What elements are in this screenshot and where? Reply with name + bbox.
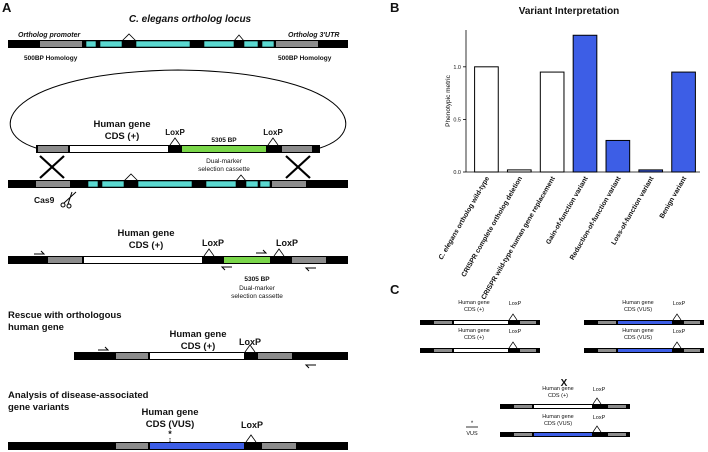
- c-cross-symbol: X: [561, 378, 568, 389]
- plasmid-gene-label-1: Human gene: [93, 119, 150, 130]
- c-loxp-3: LoxP: [673, 301, 686, 307]
- y-tick-label: 0.5: [453, 117, 461, 123]
- rescue-heading-1: Rescue with orthologous: [8, 310, 121, 321]
- c-vus-star: *: [471, 421, 474, 427]
- c-hetero-vus: [500, 425, 630, 437]
- primer-arrows-row3: [34, 249, 316, 272]
- step3-loxp-1: LoxP: [202, 238, 224, 248]
- cas9-label: Cas9: [34, 195, 55, 205]
- step3-gene-label-2: CDS (+): [129, 240, 164, 251]
- panel-b-letter: B: [390, 0, 399, 15]
- variant-interpretation-chart: Variant Interpretation 0.0 0.5 1.0Phenotypi…: [438, 6, 700, 301]
- c-gene-plus-1a: Human gene: [458, 300, 490, 306]
- c-loxp-2: LoxP: [509, 329, 522, 335]
- c-hetero-gene-vus-b: CDS (VUS): [544, 421, 572, 427]
- analysis-heading-1: Analysis of disease-associated: [8, 390, 149, 401]
- vus-gene-label-2: CDS (VUS): [146, 419, 195, 430]
- bar: [539, 71, 565, 173]
- utr-label: Ortholog 3'UTR: [288, 32, 339, 39]
- inserted-locus: [8, 248, 348, 264]
- locus-title: C. elegans ortholog locus: [129, 14, 252, 25]
- x-tick-label: CRISPR wild-type human gene replacement: [480, 175, 557, 301]
- step3-cassette-size: 5305 BP: [244, 276, 270, 283]
- c-hetero-loxp-2: LoxP: [593, 415, 606, 421]
- bar: [474, 66, 499, 173]
- rescue-gene-label-1: Human gene: [169, 329, 226, 340]
- c-gene-plus-2b: CDS (+): [464, 335, 484, 341]
- homology-right-label: 500BP Homology: [278, 55, 332, 62]
- scissors-icon: [60, 191, 77, 209]
- step3-cassette-label-2: selection cassette: [231, 293, 283, 300]
- c-hetero-gene-vus-a: Human gene: [542, 414, 574, 420]
- c-gene-plus-1b: CDS (+): [464, 307, 484, 313]
- bar: [638, 169, 664, 173]
- vus-loxp: LoxP: [241, 420, 263, 430]
- c-hetero-gene-plus-b: CDS (+): [548, 393, 568, 399]
- cassette-size-label: 5305 BP: [211, 137, 237, 144]
- y-tick-label: 1.0: [453, 65, 461, 71]
- rescue-gene-label-2: CDS (+): [181, 341, 216, 352]
- vus-gene-label-1: Human gene: [141, 407, 198, 418]
- c-strain-vus-2: [584, 341, 704, 353]
- c-gene-vus-2a: Human gene: [622, 328, 654, 334]
- cassette-label-2: selection cassette: [198, 166, 250, 173]
- c-gene-plus-2a: Human gene: [458, 328, 490, 334]
- c-strain-plus-2: [420, 341, 540, 353]
- c-loxp-1: LoxP: [509, 301, 522, 307]
- promoter-label: Ortholog promoter: [18, 32, 81, 39]
- plasmid-loxp-1: LoxP: [165, 128, 185, 137]
- y-tick-label: 0.0: [453, 170, 461, 176]
- c-gene-vus-2b: CDS (VUS): [624, 335, 652, 341]
- repair-plasmid: [9, 69, 347, 153]
- c-hetero-loxp-1: LoxP: [593, 387, 606, 393]
- plasmid-loxp-2: LoxP: [263, 128, 283, 137]
- homology-left-label: 500BP Homology: [24, 55, 78, 62]
- step3-cassette-label-1: Dual-marker: [239, 285, 276, 292]
- panel-a-letter: A: [2, 0, 12, 15]
- x-tick-label: CRISPR complete ortholog deletion: [461, 176, 524, 279]
- y-axis-label: Phenotypic metric: [445, 74, 452, 126]
- crossover-right: [285, 155, 311, 179]
- rescue-loxp: LoxP: [239, 337, 261, 347]
- rescue-locus: [74, 344, 348, 360]
- c-strain-plus-1: [420, 313, 540, 325]
- analysis-heading-2: gene variants: [8, 402, 69, 413]
- vus-locus: [8, 434, 348, 450]
- chart-title: Variant Interpretation: [519, 6, 620, 17]
- primer-arrows-row4: [98, 346, 316, 369]
- step3-gene-label-1: Human gene: [117, 228, 174, 239]
- step3-loxp-2: LoxP: [276, 238, 298, 248]
- x-tick-label: Benign variant: [659, 175, 689, 220]
- rescue-heading-2: human gene: [8, 322, 64, 333]
- bar: [605, 139, 631, 173]
- panel-c-letter: C: [390, 282, 400, 297]
- c-vus-label: VUS: [466, 431, 478, 437]
- bar: [572, 34, 598, 173]
- vus-asterisk: *: [168, 429, 172, 439]
- c-gene-vus-1a: Human gene: [622, 300, 654, 306]
- c-loxp-4: LoxP: [673, 329, 686, 335]
- cassette-label-1: Dual-marker: [206, 158, 243, 165]
- c-hetero-gene-plus-a: Human gene: [542, 386, 574, 392]
- plasmid-gene-label-2: CDS (+): [105, 131, 140, 142]
- c-hetero-plus: [500, 397, 630, 409]
- bar: [506, 169, 532, 173]
- c-strain-vus-1: [584, 313, 704, 325]
- bar: [671, 71, 696, 173]
- ortholog-locus: [8, 33, 348, 48]
- c-gene-vus-1b: CDS (VUS): [624, 307, 652, 313]
- target-locus: [8, 173, 348, 188]
- crossover-left: [39, 155, 65, 179]
